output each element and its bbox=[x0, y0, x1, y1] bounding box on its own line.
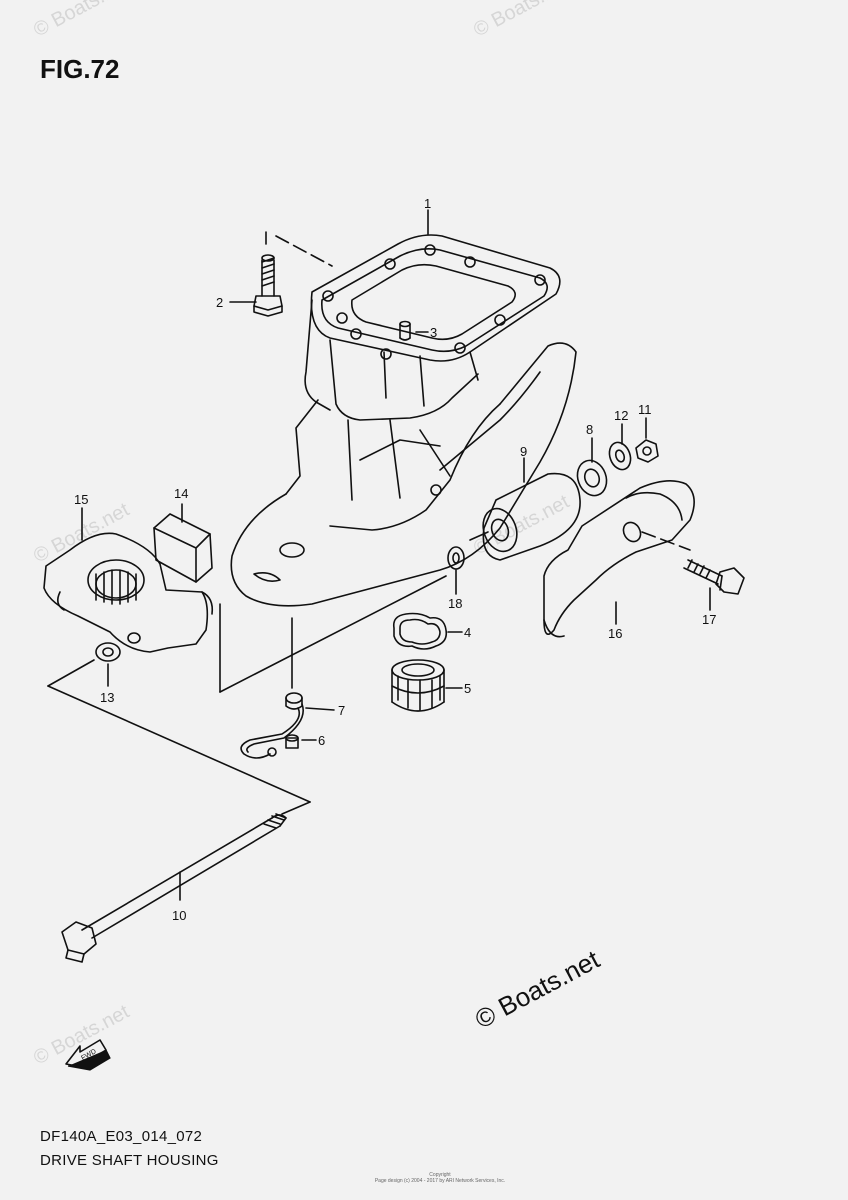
nut-part[interactable] bbox=[635, 439, 659, 463]
copyright-line-1: Copyright bbox=[429, 1172, 451, 1178]
callout-3: 3 bbox=[430, 325, 437, 340]
callout-8: 8 bbox=[586, 422, 593, 437]
figure-title: FIG.72 bbox=[40, 54, 120, 84]
callout-5: 5 bbox=[464, 681, 471, 696]
washer-part[interactable] bbox=[447, 546, 465, 570]
bolt-part[interactable] bbox=[683, 559, 745, 595]
ground-wire-part[interactable] bbox=[240, 692, 304, 759]
callout-16: 16 bbox=[608, 626, 622, 641]
copyright-notice: Copyright Page design (c) 2004 - 2017 by… bbox=[360, 1172, 520, 1184]
callout-13: 13 bbox=[100, 690, 114, 705]
washer-part[interactable] bbox=[573, 456, 612, 499]
stud-bolt-part[interactable] bbox=[61, 813, 287, 963]
callout-7: 7 bbox=[338, 703, 345, 718]
callout-2: 2 bbox=[216, 295, 223, 310]
callout-10: 10 bbox=[172, 908, 186, 923]
rubber-mount-part[interactable] bbox=[469, 472, 581, 561]
callout-1: 1 bbox=[424, 196, 431, 211]
callout-9: 9 bbox=[520, 444, 527, 459]
callout-18: 18 bbox=[448, 596, 462, 611]
washer-part[interactable] bbox=[95, 642, 121, 662]
drive-shaft-housing-part[interactable] bbox=[230, 234, 577, 607]
lower-mount-bracket-part[interactable] bbox=[43, 532, 214, 653]
diagram-section-name: DRIVE SHAFT HOUSING bbox=[40, 1152, 219, 1169]
screw-part[interactable] bbox=[285, 734, 299, 749]
callout-14: 14 bbox=[174, 486, 188, 501]
rubber-block-part[interactable] bbox=[153, 513, 213, 583]
copyright-line-2: Page design (c) 2004 - 2017 by ARI Netwo… bbox=[374, 1178, 506, 1184]
callout-11: 11 bbox=[638, 402, 652, 417]
mount-cover-part[interactable] bbox=[543, 480, 695, 638]
callout-12: 12 bbox=[614, 408, 628, 423]
fwd-arrow-icon: FWD bbox=[65, 1039, 111, 1071]
callout-15: 15 bbox=[74, 492, 88, 507]
bushing-part[interactable] bbox=[391, 659, 445, 712]
callout-6: 6 bbox=[318, 733, 325, 748]
dowel-pin-part[interactable] bbox=[399, 320, 411, 341]
seal-part[interactable] bbox=[392, 612, 448, 650]
callout-17: 17 bbox=[702, 612, 716, 627]
diagram-code: DF140A_E03_014_072 bbox=[40, 1128, 203, 1145]
bolt-part[interactable] bbox=[253, 254, 283, 317]
callout-4: 4 bbox=[464, 625, 471, 640]
washer-part[interactable] bbox=[606, 439, 634, 472]
